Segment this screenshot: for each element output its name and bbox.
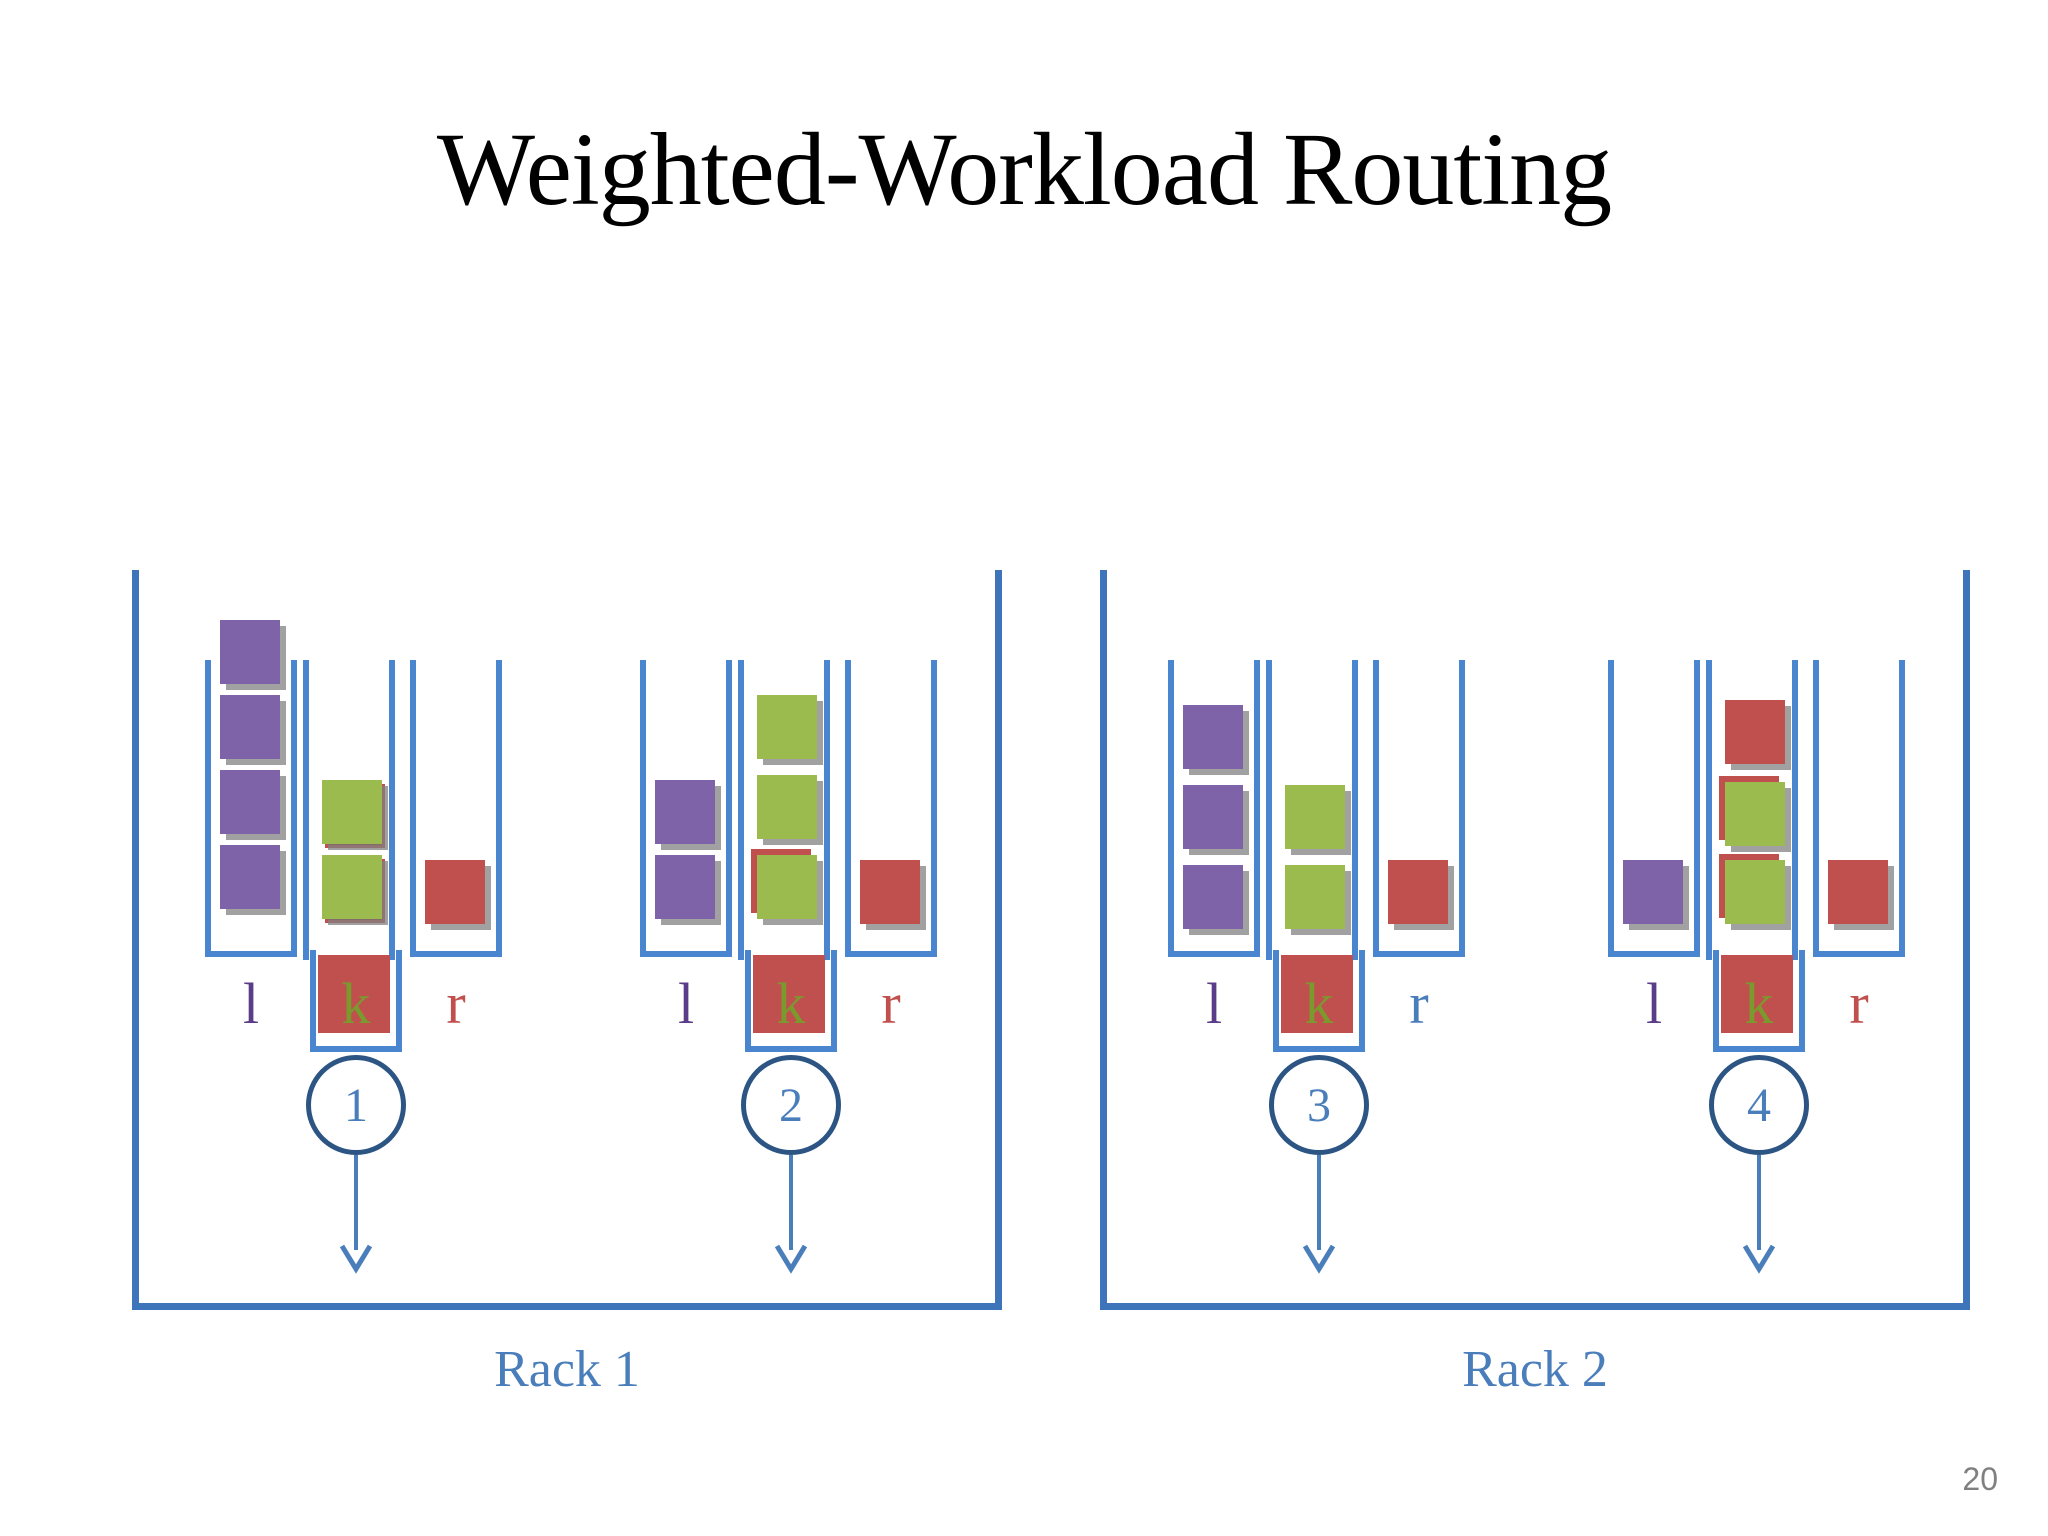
queue-label-4-k: k (1744, 971, 1774, 1036)
queue-label-3-l: l (1205, 971, 1223, 1036)
routing-arrow-line-3 (1317, 1155, 1321, 1250)
job-block (1183, 865, 1249, 935)
job-block (1183, 785, 1249, 855)
routing-arrow-line-1 (354, 1155, 358, 1250)
queue-bin-3-l (1168, 660, 1260, 957)
rack-label-1: Rack 1 (494, 1341, 640, 1398)
server-circle-3[interactable]: 3 (1269, 1055, 1369, 1155)
queue-bin-3-k-lower (1273, 950, 1365, 1052)
queue-label-3-k: k (1304, 971, 1334, 1036)
server-circle-1[interactable]: 1 (306, 1055, 406, 1155)
page-title: Weighted-Workload Routing (436, 112, 1612, 227)
queue-bin-4-l (1608, 660, 1700, 957)
job-block (318, 955, 390, 1033)
server-circle-2[interactable]: 2 (741, 1055, 841, 1155)
job-block (220, 845, 286, 915)
job-block (1183, 705, 1249, 775)
queue-bin-3-k-upper (1266, 660, 1358, 960)
page-number: 20 (1962, 1461, 1998, 1497)
job-block (425, 860, 491, 930)
queue-bin-2-r (845, 660, 937, 957)
job-block (1721, 955, 1793, 1033)
queue-bin-1-l (205, 660, 297, 957)
job-block (655, 780, 721, 850)
job-block (753, 955, 825, 1033)
queue-bin-2-k-lower (745, 950, 837, 1052)
queue-label-1-r: r (446, 971, 466, 1036)
job-block (1281, 955, 1353, 1033)
queue-label-1-l: l (242, 971, 260, 1036)
routing-arrow-head-4 (1742, 1243, 1776, 1277)
job-block (322, 855, 388, 925)
queue-label-2-r: r (881, 971, 901, 1036)
routing-arrow-head-1 (339, 1243, 373, 1277)
routing-arrow-line-4 (1757, 1155, 1761, 1250)
job-block (1388, 860, 1454, 930)
routing-arrow-head-3 (1302, 1243, 1336, 1277)
job-block (751, 849, 823, 925)
queue-bin-2-l (640, 660, 732, 957)
job-block (1623, 860, 1689, 930)
queue-label-4-l: l (1645, 971, 1663, 1036)
job-block (1828, 860, 1894, 930)
job-block (757, 695, 823, 765)
job-block (1725, 700, 1791, 770)
job-block (220, 620, 286, 690)
queue-bin-1-k-lower (310, 950, 402, 1052)
queue-bin-4-k-upper (1706, 660, 1798, 960)
job-block (1285, 865, 1351, 935)
job-block (1719, 854, 1791, 930)
queue-bin-1-k-upper (303, 660, 395, 960)
queue-label-4-r: r (1849, 971, 1869, 1036)
queue-label-2-l: l (677, 971, 695, 1036)
job-block (1285, 785, 1351, 855)
routing-arrow-line-2 (789, 1155, 793, 1250)
rack-frame-1 (132, 570, 1002, 1310)
routing-arrow-head-2 (774, 1243, 808, 1277)
job-block (655, 855, 721, 925)
job-block (1719, 776, 1791, 852)
job-block (860, 860, 926, 930)
rack-label-2: Rack 2 (1462, 1341, 1608, 1398)
job-block (220, 770, 286, 840)
queue-bin-4-k-lower (1713, 950, 1805, 1052)
queue-label-2-k: k (776, 971, 806, 1036)
job-block (757, 775, 823, 845)
server-circle-4[interactable]: 4 (1709, 1055, 1809, 1155)
job-block (322, 780, 388, 850)
queue-label-1-k: k (341, 971, 371, 1036)
queue-bin-3-r (1373, 660, 1465, 957)
rack-frame-2 (1100, 570, 1970, 1310)
job-block (220, 695, 286, 765)
queue-bin-4-r (1813, 660, 1905, 957)
queue-bin-1-r (410, 660, 502, 957)
queue-label-3-r: r (1409, 971, 1429, 1036)
queue-bin-2-k-upper (738, 660, 830, 960)
